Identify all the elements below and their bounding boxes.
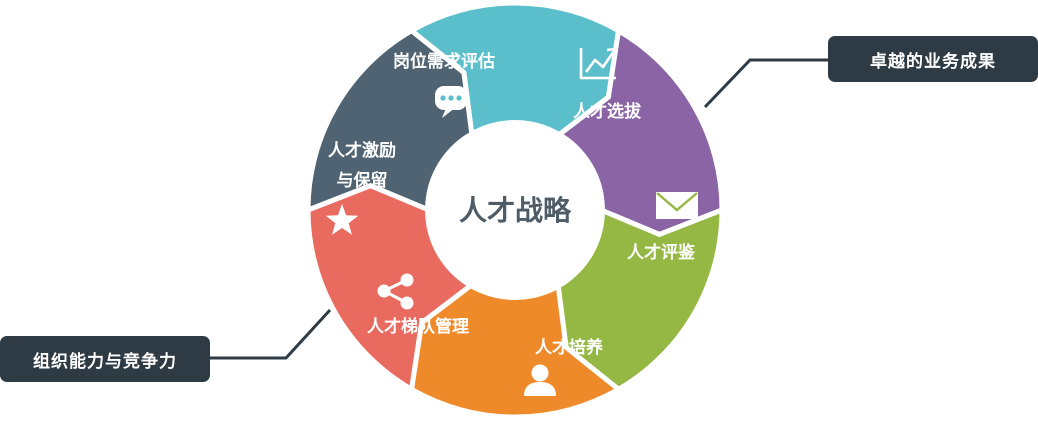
person-icon	[524, 364, 556, 396]
envelope-icon	[656, 192, 698, 219]
org-capability-label: 组织能力与竞争力	[33, 351, 177, 372]
business-results-label: 卓越的业务成果	[870, 51, 996, 72]
segment-label-evaluate: 人才评鉴	[627, 242, 696, 263]
line-chart-icon	[579, 47, 617, 80]
org-capability-callout: 组织能力与竞争力	[0, 336, 210, 382]
star-icon	[325, 204, 359, 235]
business-results-callout: 卓越的业务成果	[828, 36, 1038, 82]
chat-bubble-icon	[435, 86, 467, 118]
segment-label-select: 人才选拔	[573, 101, 642, 122]
connector-line-right	[703, 58, 828, 109]
center-label: 人才战略	[459, 194, 572, 227]
segment-label-retain-line1: 人才激励	[328, 140, 396, 161]
segment-label-develop: 人才培养	[535, 337, 604, 358]
segment-label-pipeline: 人才梯队管理	[367, 316, 469, 337]
share-icon	[377, 273, 414, 310]
segment-label-retain-line2: 与保留	[337, 170, 388, 191]
center-circle	[425, 120, 605, 300]
segment-label-assess: 岗位需求评估	[393, 51, 495, 72]
connector-line-left	[210, 308, 332, 360]
